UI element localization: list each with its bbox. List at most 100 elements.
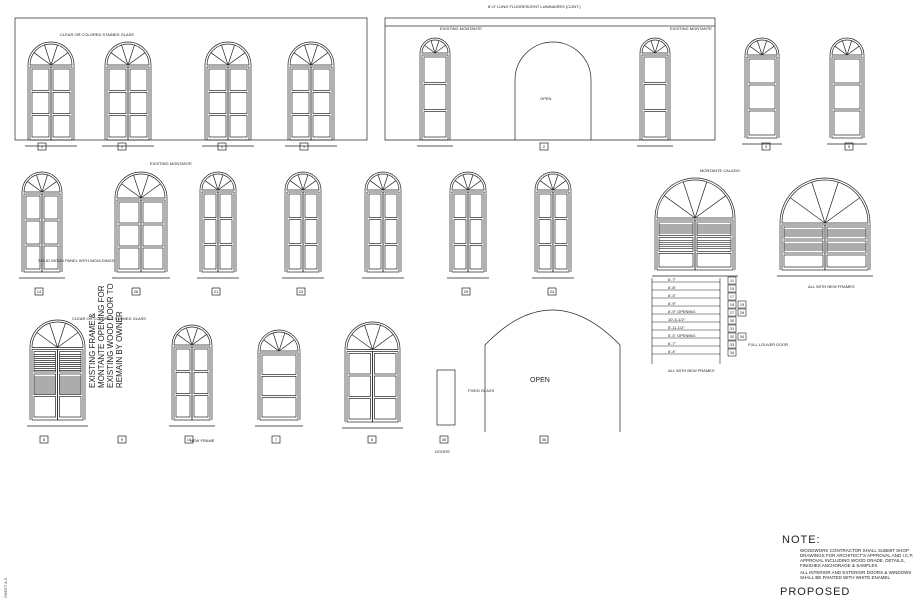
full-louver-door-label: FULL LOUVER DOOR [748,342,788,347]
existing-montante-label-3: EXISTING MONTANTE [150,161,192,166]
door-panel [142,224,164,247]
double-door-elevation [169,324,215,427]
double-door-elevation [285,41,337,147]
door-panel [291,91,310,115]
doors-label: DOORS [435,449,450,454]
schedule-dimension: 6'-7" [668,277,677,282]
schedule-tag-number: 34 [730,350,735,355]
wood-panel-label: SOLID WOOD PANEL WITH MOULDINGS [38,258,115,263]
door-leaf [451,191,469,273]
door-panel [288,219,302,244]
door-frame [639,37,671,140]
transom-muntin [302,180,317,191]
door-leaf [217,191,235,273]
transom-muntin [293,52,312,66]
schedule-tag [727,324,737,333]
notes-block: NOTE: WOODWORK CONTRACTOR SHALL SUBMIT S… [782,534,918,580]
double-door-elevation [25,41,77,147]
door-panel [423,56,447,83]
door-leaf [552,191,570,273]
louvered-double-door [652,177,738,277]
door-panel [748,110,776,136]
door-panel [261,375,297,397]
transom-muntin [227,52,246,66]
transom-muntin [57,332,79,348]
schedule-tag [727,340,737,349]
door-tag-number: 1 [41,144,44,149]
door-panel [129,115,148,138]
door-panel [261,354,297,375]
door-frame [21,171,63,272]
door-tag-number: 36 [542,437,547,442]
montante-transom [31,321,84,348]
schedule-tag-number: 11 [730,278,735,283]
door-tag-number: 7 [275,437,278,442]
door-leaf [173,346,193,421]
existing-montante-label: EXISTING MONTANTE [440,26,482,31]
door-tag-number: 2 [543,144,546,149]
door-elevation [532,171,574,279]
transom-muntin [304,44,312,66]
louver-panel [826,240,867,254]
door-panel [423,111,447,138]
door-panel [833,110,861,136]
door-tag [184,435,194,444]
door-panel [374,398,397,420]
transom-muntin [372,334,394,350]
door-tag-number: 1 [121,144,124,149]
transom-muntin [140,183,161,199]
louver-panel [826,254,867,268]
transom-muntin [664,195,696,219]
transom-muntin [127,44,135,66]
door-tag-number: 25 [464,289,469,294]
door-leaf [746,56,778,139]
vertical-note: EXISTING FRAME & MONTANTE OPENING FOR EX… [88,283,124,388]
door-tag [844,142,854,151]
door-frame [829,37,865,138]
montante-transom [23,173,61,193]
transom-muntin [289,180,304,191]
schedule-dimension: 5'-11-1/2" [668,325,685,330]
door-panel [142,247,164,270]
transom-muntin [210,52,229,66]
transom-muntin [310,44,318,66]
door-panel [52,115,71,138]
door-panel [142,201,164,224]
montante-transom [173,326,211,346]
transom-muntin [36,332,58,348]
door-elevation [342,321,403,429]
door-leaf [366,191,384,273]
door-panel [31,115,50,138]
transom-muntin [263,339,280,352]
door-panel [219,193,233,219]
door-leaf [421,54,449,141]
door-leaf [106,66,129,141]
door-frame [654,177,736,270]
door-panel [423,83,447,111]
transom-muntin [310,52,329,66]
transom-muntin [539,180,554,191]
schedule-tag [727,300,737,309]
schedule-tag [737,332,747,341]
door-tag [117,142,127,151]
montante-transom [346,323,399,350]
door-leaf [116,199,142,273]
transom-muntin [278,339,295,352]
door-elevation [112,171,170,279]
louver-panel [33,396,56,418]
montante-transom [641,39,669,54]
transom-muntin [462,174,469,191]
door-frame [449,171,487,272]
transom-muntin [33,52,52,66]
door-leaf [302,191,320,273]
schedule-tag [727,284,737,293]
transom-muntin [191,334,207,346]
door-tag [211,287,221,296]
transom-muntin [297,174,304,191]
schedule-tag [727,316,737,325]
door-panel [368,244,382,270]
door-leaf [310,66,333,141]
schedule-tag [737,300,747,309]
ceiling-band [384,17,716,27]
door-frame [284,171,322,272]
